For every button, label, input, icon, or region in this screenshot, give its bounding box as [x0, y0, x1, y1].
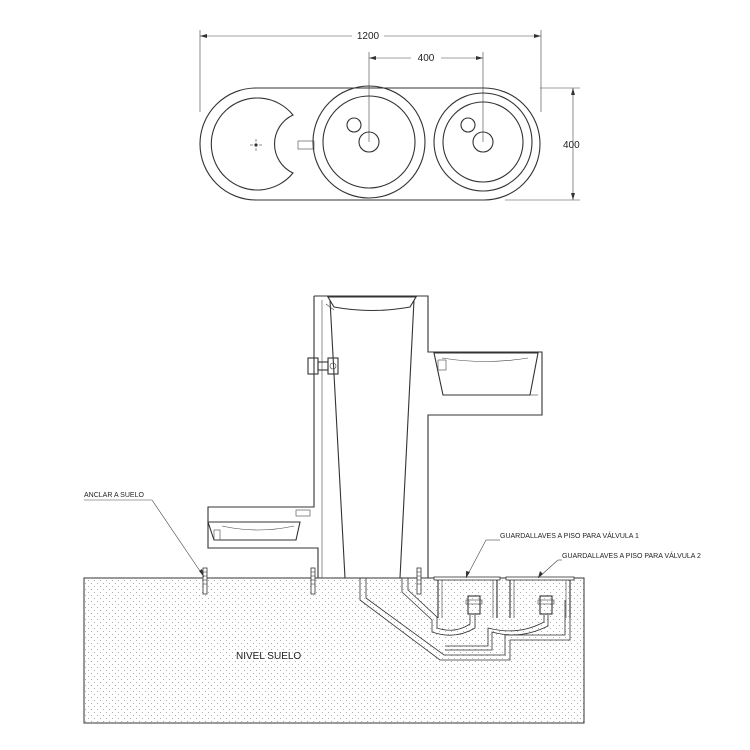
label-anchor: ANCLAR A SUELO	[84, 492, 144, 499]
leader-valve-1	[465, 539, 500, 579]
label-floor-level: NIVEL SUELO	[236, 651, 301, 662]
dimension-total-width: 1200	[199, 29, 542, 112]
label-valve-guard-2: GUARDALLAVES A PISO PARA VÁLVULA 2	[562, 551, 701, 560]
plan-outline	[199, 87, 541, 201]
side-valve-icon	[307, 357, 339, 375]
anchor-bolt-2	[310, 567, 316, 595]
dim-label-400-depth: 400	[563, 140, 580, 151]
valve-box-1	[433, 576, 501, 618]
label-valve-guard-1: GUARDALLAVES A PISO PARA VÁLVULA 1	[500, 531, 639, 540]
leader-valve-2	[537, 559, 562, 579]
supply-pipes	[359, 578, 571, 661]
dim-label-400-width: 400	[418, 53, 435, 64]
plan-view: 1200 400 400	[199, 29, 580, 201]
lower-jet-bowl	[207, 509, 311, 541]
dimension-depth: 400	[505, 87, 580, 201]
leader-anchor	[84, 499, 205, 578]
plan-valve-stub	[297, 140, 315, 150]
anchor-bolt-3	[416, 567, 422, 595]
plan-right-basin	[433, 92, 533, 192]
dimension-basin-spacing: 400	[368, 51, 484, 142]
dim-label-1200: 1200	[357, 31, 380, 42]
soil-block	[83, 577, 585, 724]
central-column	[329, 299, 415, 579]
anchor-bolt-1	[202, 567, 208, 595]
plan-left-bowl	[210, 97, 294, 191]
plan-middle-basin	[312, 85, 426, 199]
plan-left-jet-icon	[250, 139, 262, 151]
right-basin-elevation	[433, 352, 539, 396]
elevation-view: ANCLAR A SUELO GUARDALLAVES A PISO PARA …	[83, 295, 701, 724]
valve-box-2	[505, 576, 575, 618]
fountain-outline	[207, 295, 543, 578]
top-basin	[325, 296, 417, 312]
